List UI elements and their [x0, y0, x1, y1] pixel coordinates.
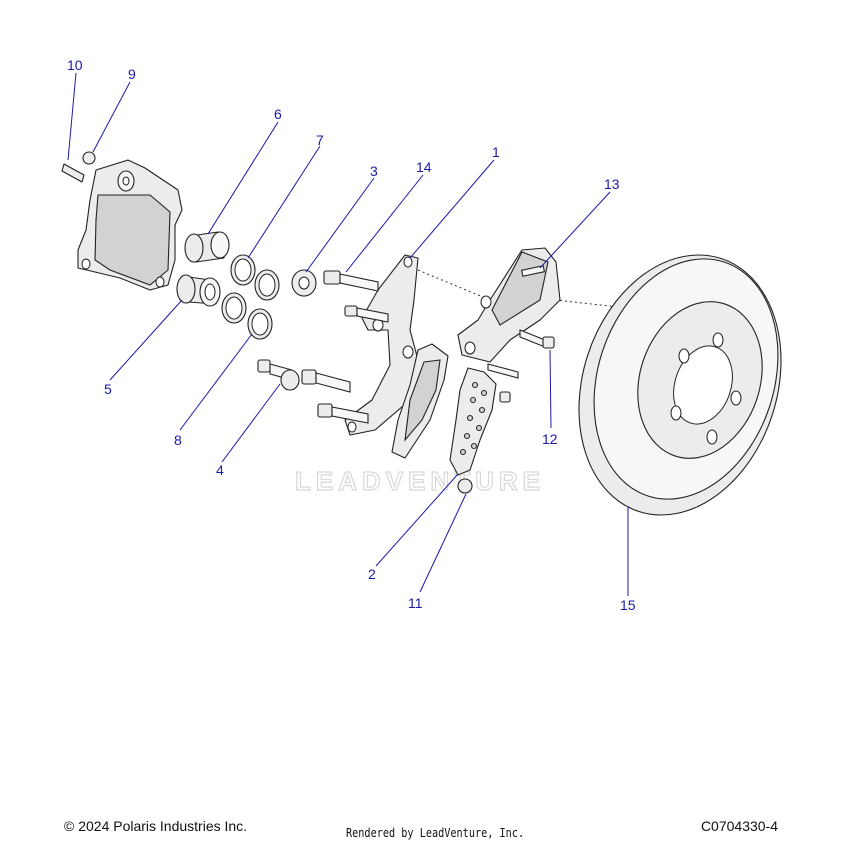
leader-line-4: [221, 383, 281, 463]
callout-1: 1: [492, 144, 500, 160]
caliper-body: [77, 159, 183, 291]
leader-line-9: [92, 81, 131, 153]
bleeder-cap: [82, 151, 96, 165]
piston-seal: [230, 254, 280, 301]
callout-3: 3: [370, 163, 378, 179]
caliper-mounting-bracket: [457, 247, 561, 363]
leader-line-10: [67, 72, 77, 161]
dust-seal: [221, 292, 273, 340]
leader-line-6: [207, 121, 279, 235]
callout-9: 9: [128, 66, 136, 82]
callout-13: 13: [604, 176, 620, 192]
leadventure-watermark: LEADVENTURE: [295, 466, 545, 496]
leader-line-5: [109, 299, 183, 381]
hex-nut: [291, 269, 317, 297]
leader-line-8: [179, 333, 253, 431]
leader-line-3: [305, 177, 375, 273]
callout-10: 10: [67, 57, 83, 73]
bracket-bolt: [519, 329, 555, 349]
callout-8: 8: [174, 432, 182, 448]
diagram-code: C0704330-4: [700, 818, 778, 834]
bleeder-screw: [61, 163, 85, 183]
brake-rotor: [578, 254, 782, 516]
callout-7: 7: [316, 132, 324, 148]
copyright-text: © 2024 Polaris Industries Inc.: [64, 818, 248, 834]
callout-15: 15: [620, 597, 636, 613]
callout-11: 11: [408, 595, 423, 611]
alignment-line: [417, 269, 491, 301]
callout-12: 12: [542, 431, 558, 447]
callout-4: 4: [216, 462, 224, 478]
mounting-bolt: [323, 270, 389, 323]
rendered-by-text: Rendered by LeadVenture, Inc.: [346, 826, 525, 840]
caliper-anchor-bracket: [344, 254, 419, 436]
callout-6: 6: [274, 106, 282, 122]
leader-line-11: [419, 493, 467, 593]
leader-line-14: [345, 174, 424, 273]
callout-5: 5: [104, 381, 112, 397]
callout-14: 14: [416, 159, 432, 175]
callout-2: 2: [368, 566, 376, 582]
leader-line-7: [247, 145, 321, 259]
leader-line-12: [549, 349, 552, 429]
guide-pin-bolt: [257, 359, 369, 424]
brake-pad-outer: [449, 367, 497, 476]
leader-line-2: [375, 473, 459, 567]
leader-line-1: [409, 159, 495, 259]
brake-pad-inner: [391, 343, 449, 459]
caliper-piston: [176, 274, 221, 307]
leader-line-13: [539, 191, 611, 269]
pad-retaining-bolt: [457, 363, 519, 494]
caliper-piston: [184, 231, 230, 263]
